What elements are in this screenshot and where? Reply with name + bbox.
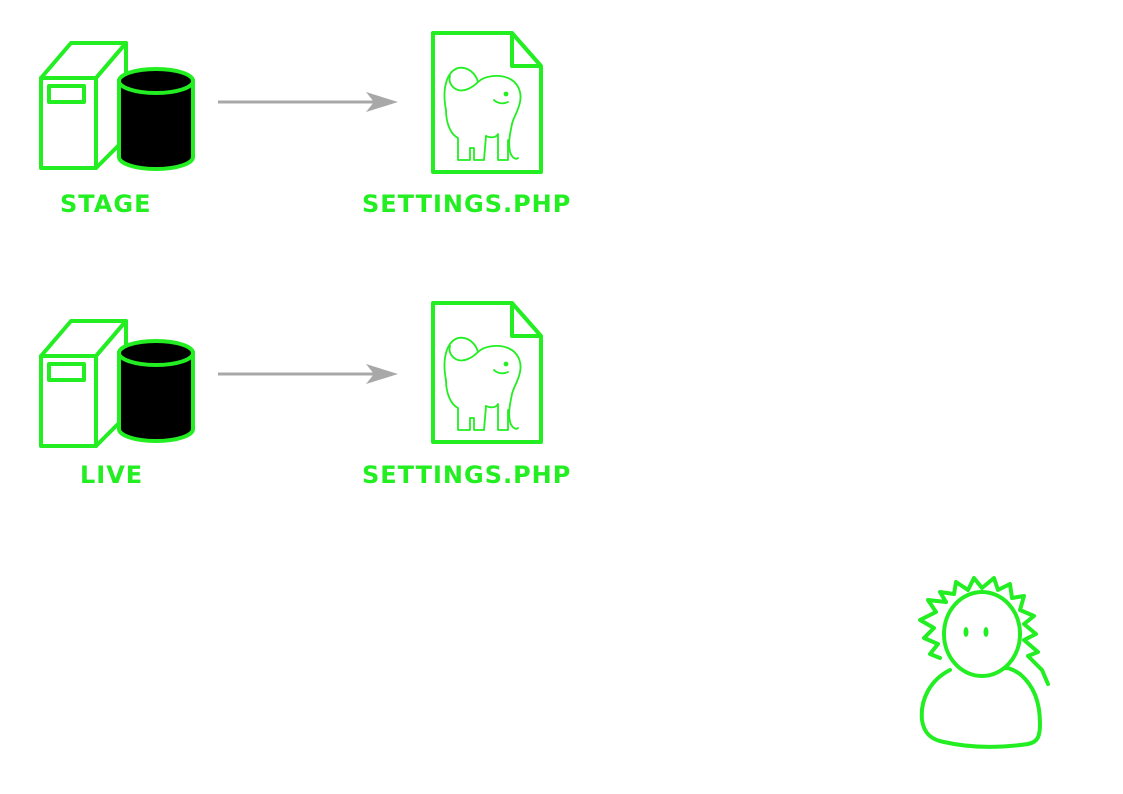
database-icon [117,339,195,443]
arrow-right-icon [218,364,398,384]
file-label-settings-live: SETTINGS.PHP [362,461,572,489]
php-file-icon [431,31,543,174]
php-file-icon [431,301,543,444]
server-icon [39,41,128,170]
server-label-live: LIVE [80,461,144,489]
arrow-right-icon [218,92,398,112]
database-icon [117,67,195,171]
server-icon [39,319,128,448]
server-label-stage: STAGE [60,190,152,218]
user-icon [918,576,1050,749]
file-label-settings-stage: SETTINGS.PHP [362,190,572,218]
